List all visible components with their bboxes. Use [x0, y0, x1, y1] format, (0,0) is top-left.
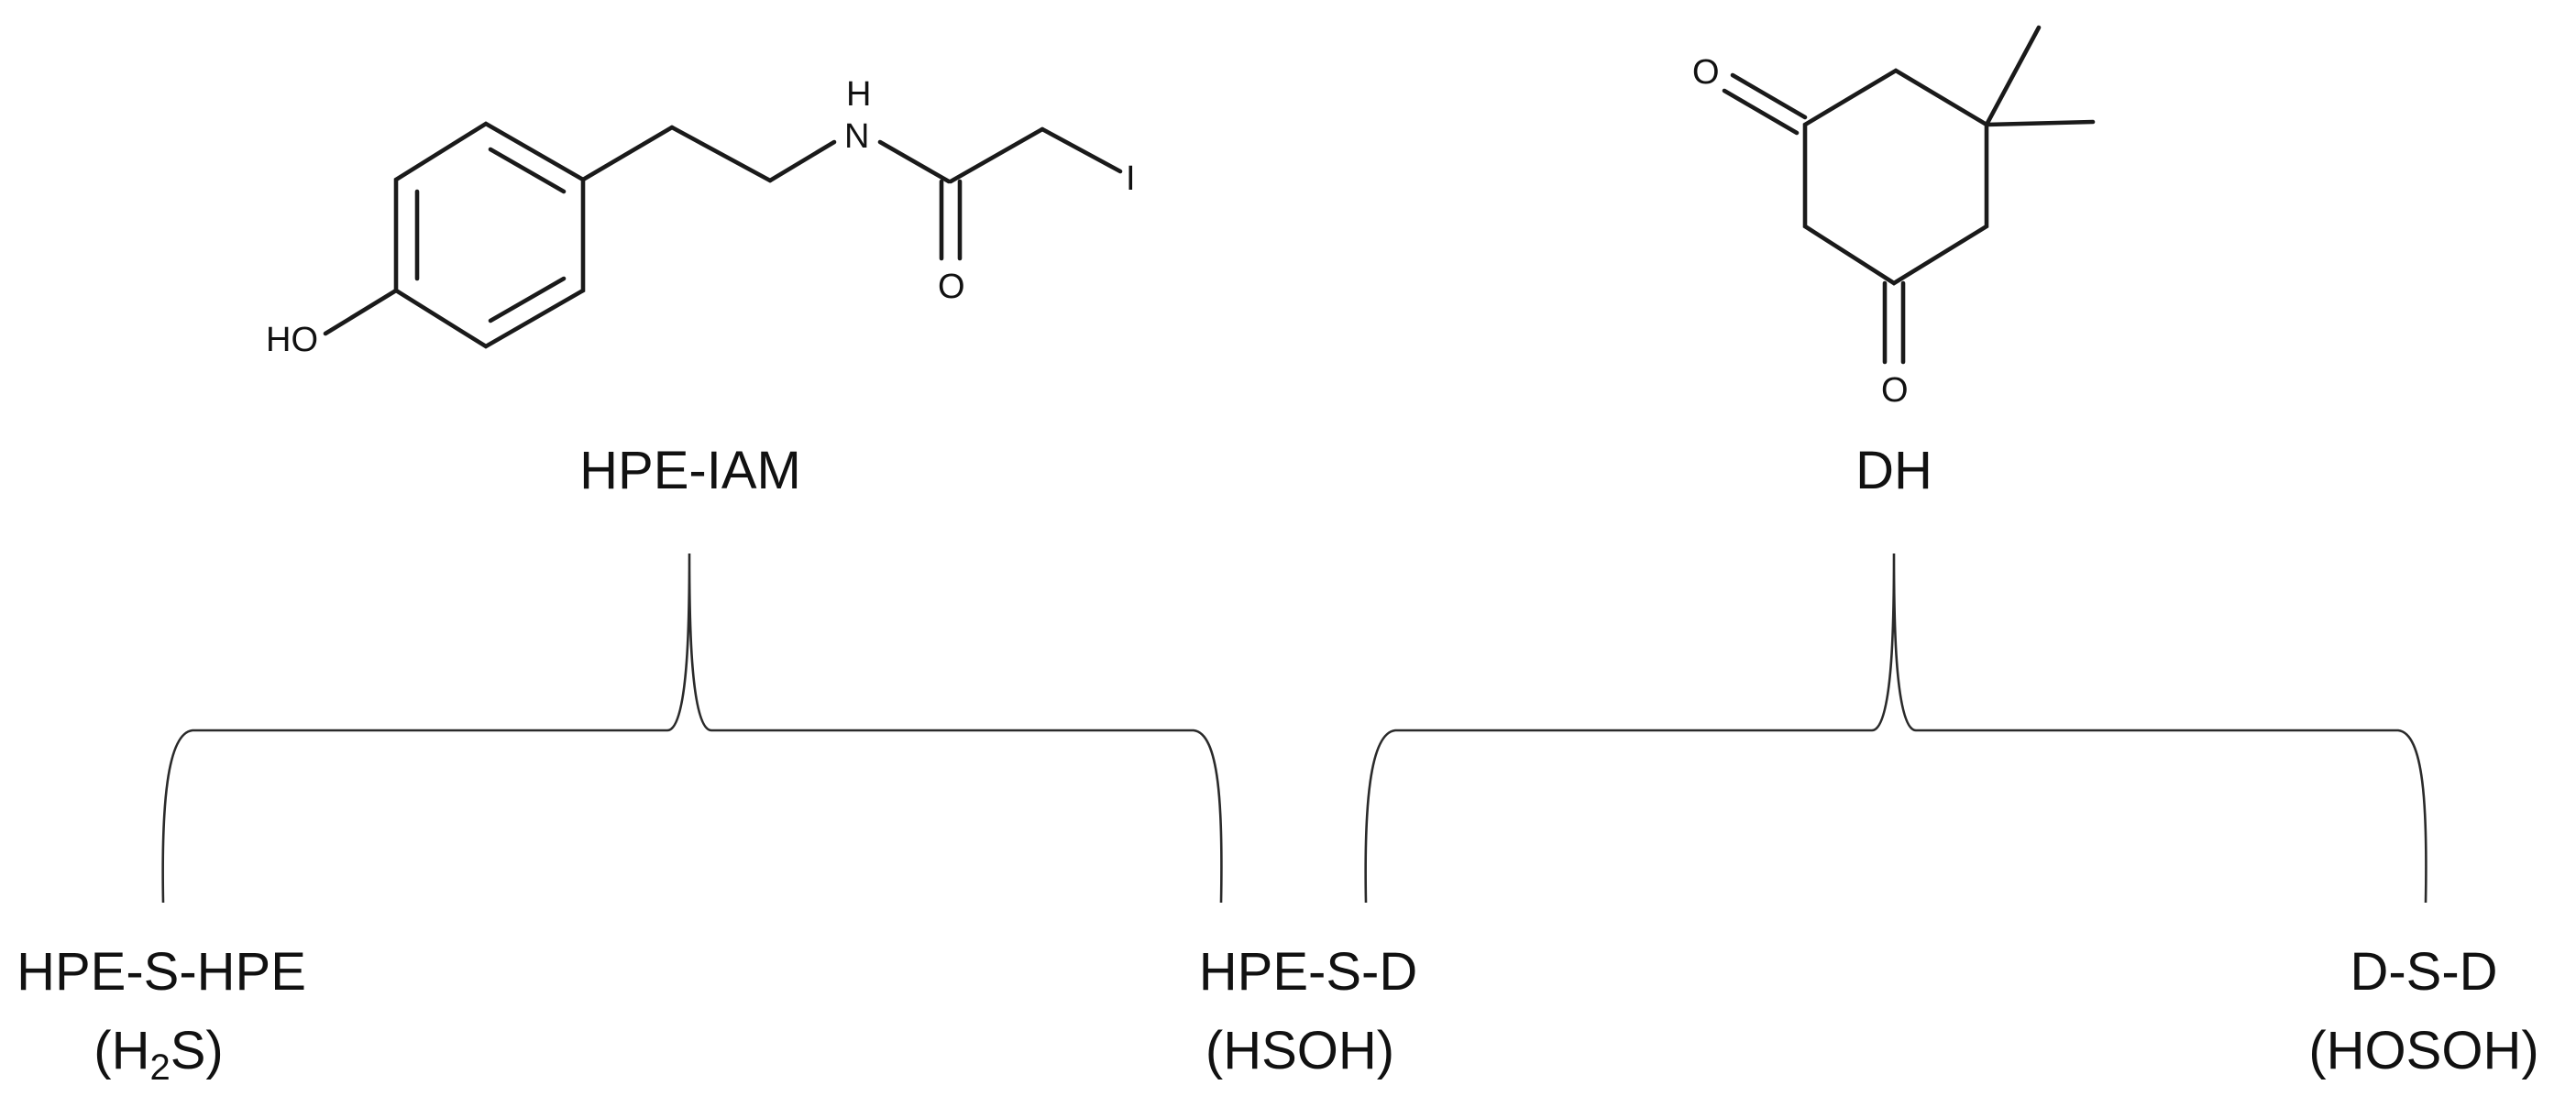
atom-label-i: I — [1126, 159, 1136, 198]
amide-bond — [877, 139, 952, 184]
product-species-hosoh: (HOSOH) — [2308, 1021, 2538, 1080]
benzene-ring — [393, 121, 586, 349]
atom-label-o: O — [938, 268, 965, 306]
aromatic-double-bond — [488, 147, 567, 194]
product-name-d-s-d: D-S-D — [2350, 942, 2497, 1002]
chain-bond — [767, 139, 837, 183]
compound-name-dh: DH — [1855, 441, 1932, 500]
hydroxyl-bond — [323, 288, 399, 336]
ketone-double-bond — [1722, 88, 1800, 136]
atom-label-o: O — [1881, 371, 1909, 410]
atom-label-ho: HO — [266, 321, 318, 359]
chain-bond — [669, 125, 773, 183]
chain-bond — [580, 125, 675, 182]
cyclohexane-ring — [1802, 68, 1989, 286]
atom-label-o: O — [1692, 53, 1720, 92]
dh-structure: O O — [1692, 25, 2096, 410]
methyl-bond — [1984, 25, 2042, 127]
product-species-hsoh: (HSOH) — [1205, 1021, 1394, 1080]
compound-name-hpe-iam: HPE-IAM — [579, 441, 801, 500]
product-species-h2s: (H2S) — [94, 1021, 223, 1088]
brace-hpe-iam — [161, 553, 1223, 904]
product-name-hpe-s-hpe: HPE-S-HPE — [17, 942, 306, 1002]
atom-label-n: N — [844, 117, 869, 156]
hpe-iam-structure: HO H N O I — [266, 75, 1136, 359]
ketone-double-bond — [1730, 72, 1808, 120]
methyl-bond — [1984, 119, 2096, 127]
brace-dh — [1364, 553, 2427, 904]
chain-bond — [948, 126, 1045, 184]
product-name-hpe-s-d: HPE-S-D — [1199, 942, 1417, 1002]
aromatic-double-bond — [488, 276, 567, 323]
atom-label-h: H — [846, 75, 871, 114]
iodo-bond — [1040, 126, 1123, 174]
